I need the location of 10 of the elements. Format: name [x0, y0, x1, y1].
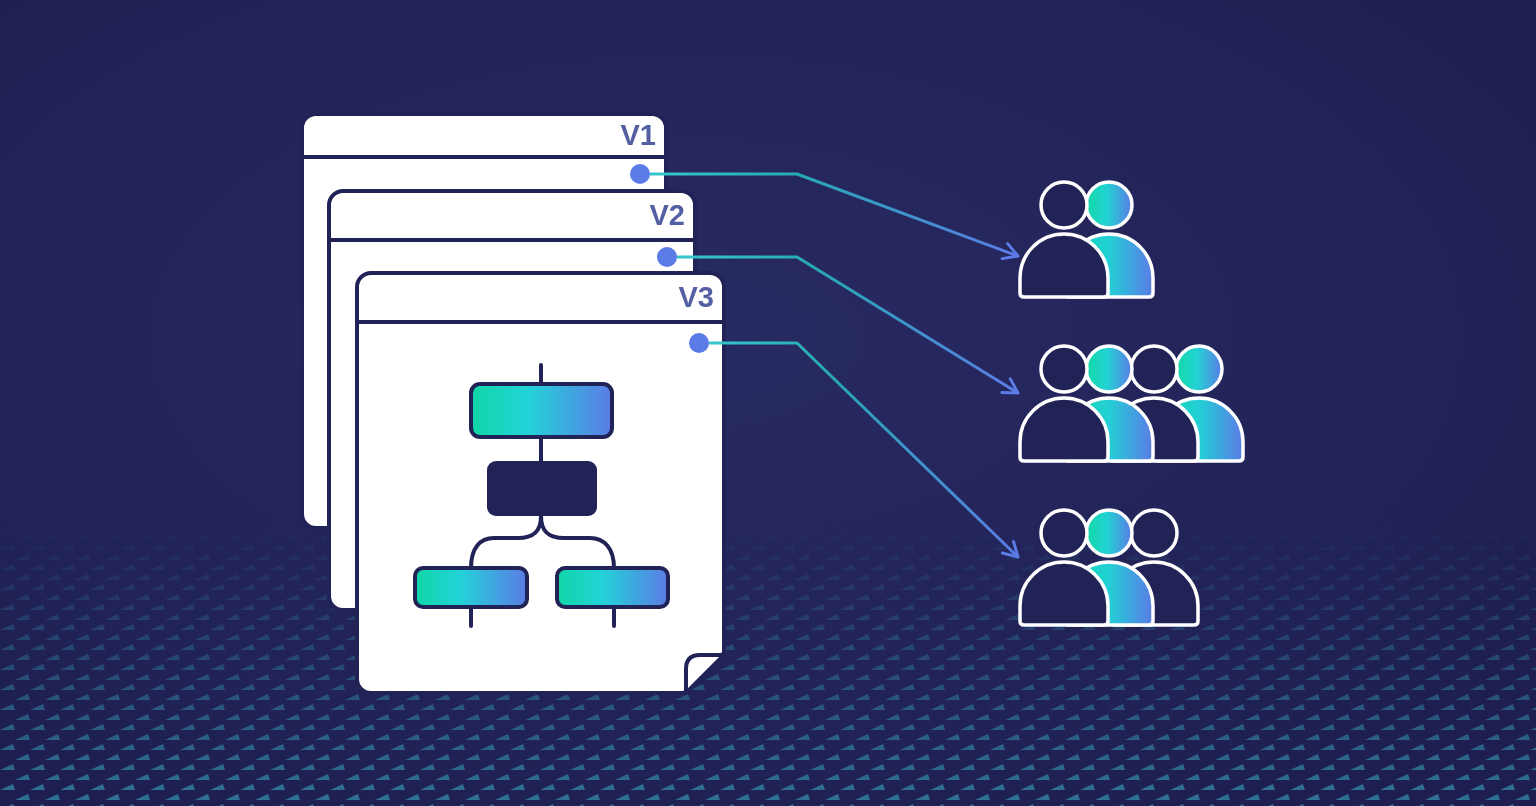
arrow [650, 172, 1020, 261]
arrow [677, 255, 1020, 395]
version-label: V3 [678, 280, 714, 314]
user-group-icon [1018, 507, 1200, 629]
user-group-icon [1018, 179, 1155, 301]
version-label: V1 [620, 118, 656, 152]
document-page [355, 271, 726, 695]
arrow [709, 341, 1020, 559]
user-group-icon [1018, 343, 1245, 465]
version-label: V2 [649, 198, 685, 232]
